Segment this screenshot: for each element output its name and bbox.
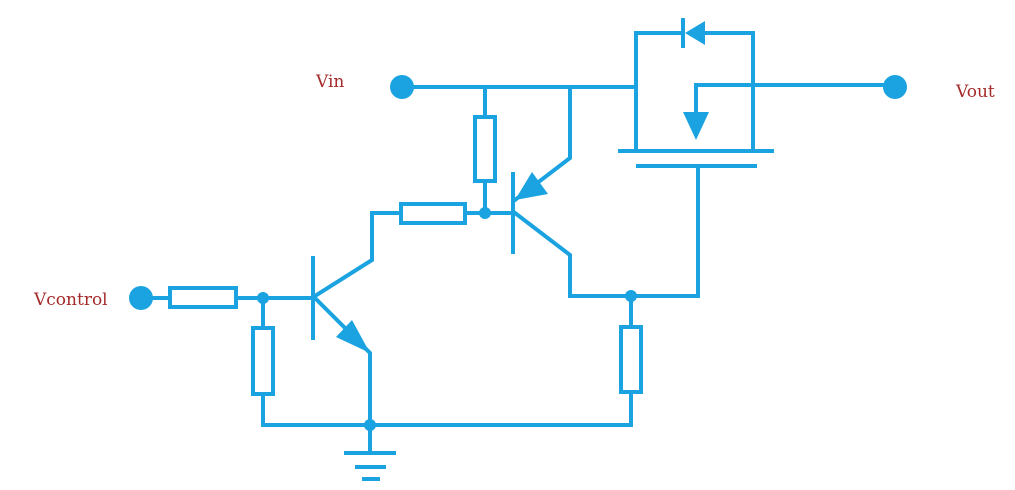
q1-emitter-arrow <box>336 320 370 353</box>
diode-triangle <box>685 21 705 45</box>
vout-terminal <box>883 75 907 99</box>
q2-emitter-arrow <box>515 172 548 200</box>
junction-q2-base <box>479 207 491 219</box>
vin-label: Vin <box>316 72 345 92</box>
q2-emitter-wire <box>512 85 572 203</box>
mosfet-arrow <box>683 112 709 140</box>
resistor-r4 <box>473 115 497 183</box>
junction-gate <box>625 290 637 302</box>
mosfet-body-wire <box>694 83 897 120</box>
junction-ground <box>364 419 376 431</box>
q1-emitter-wire <box>312 295 372 427</box>
resistor-r2 <box>251 326 275 396</box>
vcontrol-terminal <box>129 286 153 310</box>
resistor-r5 <box>619 325 643 394</box>
q2-collector-wire <box>512 210 700 298</box>
resistor-r3 <box>399 202 467 225</box>
ground-rail <box>261 390 633 427</box>
r3-left-wire <box>312 211 403 299</box>
vout-label: Vout <box>956 82 995 102</box>
resistor-r1 <box>168 286 238 309</box>
vin-terminal <box>390 75 414 99</box>
junction-q1-base <box>257 292 269 304</box>
vcontrol-label: Vcontrol <box>34 290 108 310</box>
